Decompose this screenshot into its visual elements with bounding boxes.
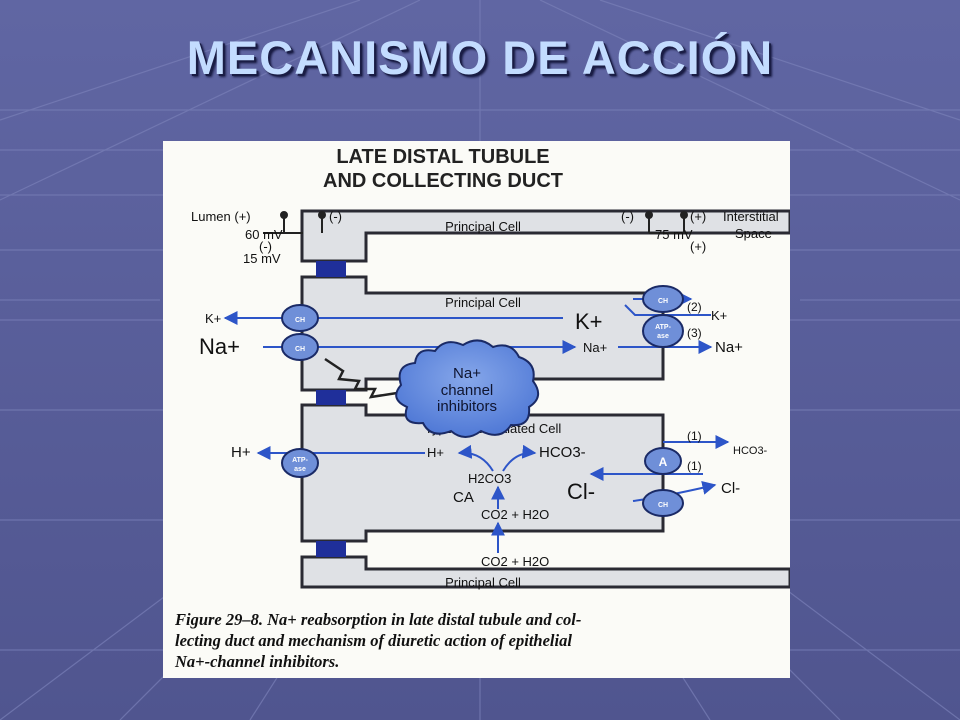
k-channel xyxy=(281,304,319,332)
na-cell-label: Na+ xyxy=(583,340,607,355)
na-k-atpase xyxy=(642,314,684,348)
tight-junction xyxy=(316,390,346,405)
tight-junction xyxy=(316,261,346,277)
cl-channel xyxy=(642,489,684,517)
h2co3-hco3-arrow xyxy=(502,444,537,472)
na-interstitial-label: Na+ xyxy=(715,339,743,356)
k-interstitial-label: K+ xyxy=(711,308,727,323)
atpase-label-2: ase xyxy=(294,466,306,473)
h2co3-h-arrow xyxy=(457,444,494,472)
figure-caption: Figure 29–8. Na+ reabsorption in late di… xyxy=(175,609,790,672)
atpase-label-1: ATP- xyxy=(655,324,671,331)
atpase-label-1: ATP- xyxy=(292,457,308,464)
principal-cell-top-label: Principal Cell xyxy=(445,219,521,234)
na-channel-inhibitors-blob xyxy=(395,339,540,438)
principal-cell-bottom-label: Principal Cell xyxy=(445,575,521,590)
k-uptake-arrow xyxy=(624,304,711,316)
mv-75: 75 mV xyxy=(655,227,693,242)
cl-cell-label: Cl- xyxy=(567,479,595,504)
k-lumen-label: K+ xyxy=(205,311,221,326)
figure-heading-line2: AND COLLECTING DUCT xyxy=(323,170,563,192)
caption-line-1: Figure 29–8. Na+ reabsorption in late di… xyxy=(175,610,582,629)
interstitial-plus-2: (+) xyxy=(690,239,706,254)
ch-label: CH xyxy=(658,298,668,305)
caption-line-2: lecting duct and mechanism of diuretic a… xyxy=(175,631,572,650)
interstitial-label-1: Interstitial xyxy=(723,209,779,224)
pathway-number-3: (3) xyxy=(687,326,702,340)
pathway-number-1a: (1) xyxy=(687,429,702,443)
h-atpase xyxy=(281,448,319,478)
ch-label: CH xyxy=(295,346,305,353)
tubule-diagram: LATE DISTAL TUBULE AND COLLECTING DUCT L… xyxy=(191,146,790,590)
lumen-label: Lumen (+) xyxy=(191,209,251,224)
h-cell-label: H+ xyxy=(427,445,444,460)
inhibitor-label-2: channel xyxy=(441,382,494,399)
na-channel xyxy=(281,333,319,361)
h-lumen-label: H+ xyxy=(231,444,251,461)
carbonic-anhydrase-label: CA xyxy=(453,489,474,506)
principal-cell-bottom xyxy=(300,555,790,589)
interstitial-label-2: Space xyxy=(735,226,772,241)
pathway-number-2: (2) xyxy=(687,300,702,314)
interstitial-minus: (-) xyxy=(621,209,634,224)
ch-label: CH xyxy=(295,317,305,324)
figure-heading-line1: LATE DISTAL TUBULE xyxy=(336,146,549,168)
lumen-minus-2: (-) xyxy=(259,239,272,254)
hco3-cell-label: HCO3- xyxy=(539,444,586,461)
co2-h2o-label-1: CO2 + H2O xyxy=(481,507,549,522)
ch-label: CH xyxy=(658,502,668,509)
mv-60: 60 mV xyxy=(245,227,283,242)
lumen-minus: (-) xyxy=(329,209,342,224)
mv-15: 15 mV xyxy=(243,251,281,266)
interstitial-plus: (+) xyxy=(690,209,706,224)
diagram-figure: LATE DISTAL TUBULE AND COLLECTING DUCT L… xyxy=(163,141,790,678)
co2-h2o-label-2: CO2 + H2O xyxy=(481,554,549,569)
na-lumen-label: Na+ xyxy=(199,334,240,359)
slide-title: MECANISMO DE ACCIÓN xyxy=(186,31,774,84)
caption-line-3: Na+-channel inhibitors. xyxy=(175,652,340,671)
exchanger-label: A xyxy=(659,455,668,469)
h2co3-label: H2CO3 xyxy=(468,471,511,486)
inhibitor-label-1: Na+ xyxy=(453,365,481,382)
k-channel-basolateral xyxy=(642,285,684,313)
cl-interstitial-label: Cl- xyxy=(721,480,740,497)
inhibitor-label-3: inhibitors xyxy=(437,398,497,415)
principal-cell-middle-label: Principal Cell xyxy=(445,295,521,310)
k-cell-label: K+ xyxy=(575,309,603,334)
tight-junction xyxy=(316,541,346,557)
atpase-label-2: ase xyxy=(657,333,669,340)
principal-cell-top xyxy=(300,209,790,263)
hco3-interstitial-label: HCO3- xyxy=(733,445,768,457)
inhibitor-zigzag xyxy=(324,357,398,399)
anion-exchanger xyxy=(644,447,682,475)
pathway-number-1b: (1) xyxy=(687,459,702,473)
